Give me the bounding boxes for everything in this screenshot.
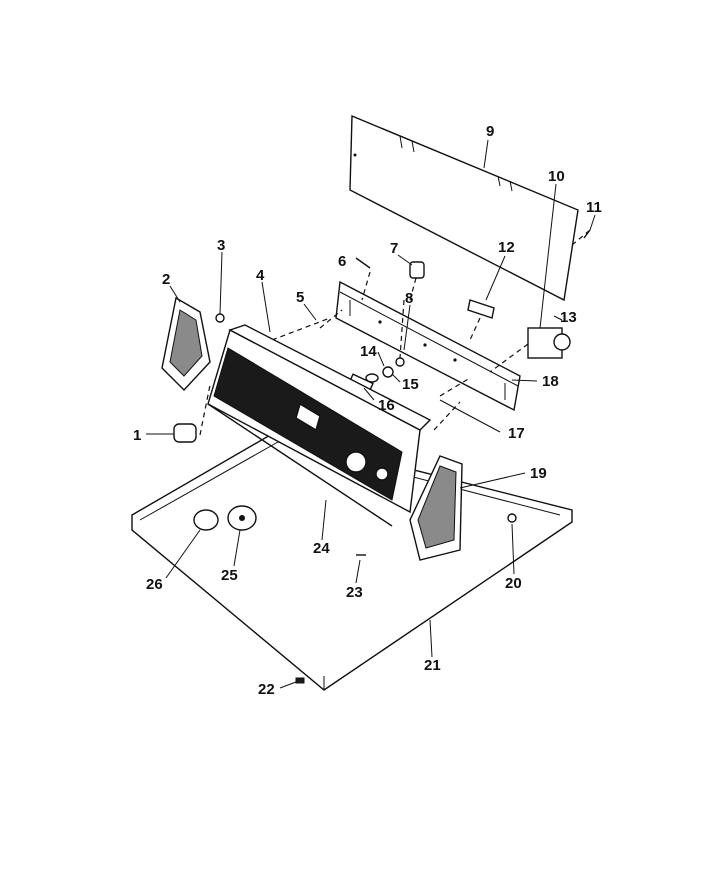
end-cap-left: [161, 296, 211, 392]
control-console: [207, 324, 432, 527]
callout-6: 6: [338, 253, 346, 270]
control-bracket: [335, 280, 521, 412]
leader-lines: [146, 139, 596, 689]
clip-12: [467, 299, 495, 341]
callout-24: 24: [313, 540, 330, 557]
callout-9: 9: [486, 123, 494, 140]
knob-26: [193, 509, 219, 531]
callout-7: 7: [390, 240, 398, 257]
callout-4: 4: [256, 267, 265, 284]
callout-2: 2: [162, 271, 170, 288]
callout-25: 25: [221, 567, 238, 584]
callout-1: 1: [133, 427, 141, 444]
callout-14: 14: [360, 343, 377, 360]
callout-21: 21: [424, 657, 441, 674]
rear-panel: [349, 114, 579, 302]
callout-15: 15: [402, 376, 419, 393]
callout-23: 23: [346, 584, 363, 601]
fastener-3: [215, 313, 225, 323]
dial-25: [227, 505, 257, 531]
callout-11: 11: [586, 199, 602, 216]
callout-20: 20: [505, 575, 522, 592]
callout-17: 17: [508, 425, 525, 442]
callout-10: 10: [548, 168, 565, 185]
fastener-20: [507, 513, 517, 523]
callout-18: 18: [542, 373, 559, 390]
callout-3: 3: [217, 237, 225, 254]
screw-11: [571, 229, 591, 246]
callout-26: 26: [146, 576, 163, 593]
callout-16: 16: [378, 397, 395, 414]
callout-8: 8: [405, 290, 413, 307]
screw-6: [355, 257, 371, 301]
callout-12: 12: [498, 239, 515, 256]
callout-5: 5: [296, 289, 304, 306]
callout-19: 19: [530, 465, 547, 482]
knob-1: [173, 423, 197, 443]
clip-7: [409, 261, 425, 301]
end-cap-right: [409, 455, 463, 561]
callout-13: 13: [560, 309, 577, 326]
callout-22: 22: [258, 681, 275, 698]
callout-labels: 1 2 3 4 5 6 7 8 9 10 11 12 13 14 15 16 1…: [133, 123, 602, 698]
timer-13: [489, 327, 571, 373]
